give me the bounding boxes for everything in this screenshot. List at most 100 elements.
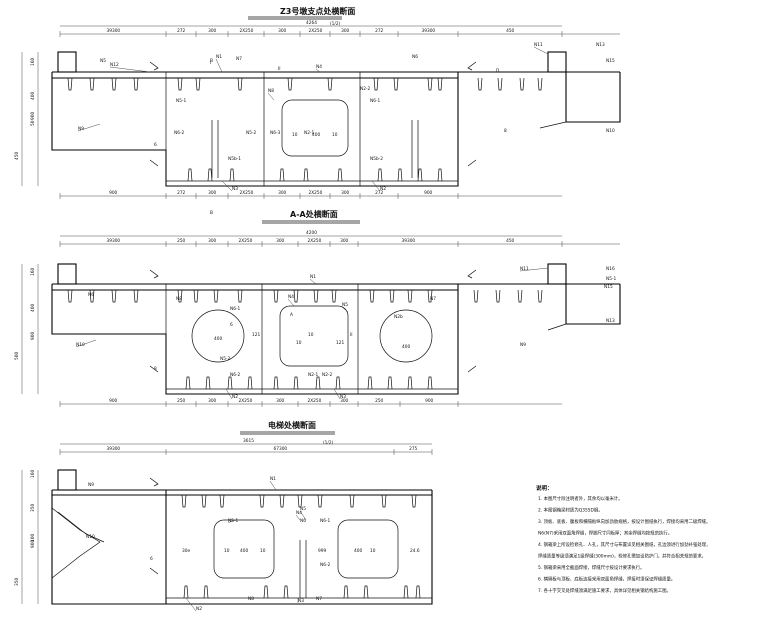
dimension-value: 300: [208, 190, 216, 196]
part-label: N5b-1: [228, 156, 241, 162]
section-title: Z3号墩支点处横断面: [280, 6, 355, 16]
part-label: N2-2: [360, 86, 370, 92]
part-label: N6-1: [370, 98, 380, 104]
part-label: 400: [240, 548, 248, 554]
part-label: N8: [176, 296, 182, 302]
part-label: N8: [248, 596, 254, 602]
part-label: N1: [270, 476, 276, 482]
part-label: N9: [88, 482, 94, 488]
part-label: B: [210, 210, 213, 216]
dimension-value: 275: [409, 446, 417, 452]
dimension-value: 250: [177, 238, 185, 244]
part-label: N5-1: [606, 276, 616, 282]
dimension-value: 2X250: [309, 190, 323, 196]
scale-label: (1/2): [330, 21, 341, 27]
top-rib-stiffeners: [67, 289, 543, 303]
dimension-value: 900: [30, 332, 36, 340]
note-item: 5. 钢箱梁采用全截面焊接，焊缝尺寸按设计要求执行。: [538, 564, 645, 571]
part-label: N6: [412, 54, 418, 60]
dimension-value: 272: [177, 28, 185, 34]
dimension-value: 2X250: [239, 398, 253, 404]
part-label: N15: [604, 284, 613, 290]
part-label: 10: [224, 548, 230, 554]
part-label: D: [496, 68, 500, 74]
part-label: 6: [154, 142, 157, 148]
dimension-value: 350: [30, 504, 36, 512]
part-label: N5b-2: [370, 156, 383, 162]
dimension-value: 2X250: [240, 190, 254, 196]
overall-width-dim: 3615: [243, 438, 254, 444]
dimension-value: 300: [340, 398, 348, 404]
notes-title: 说明：: [536, 484, 553, 492]
dimension-value: 300: [341, 28, 349, 34]
part-label: N6-2: [174, 130, 184, 136]
dimension-value: 300: [276, 398, 284, 404]
part-label: 10: [292, 132, 298, 138]
dimension-value: 272: [375, 190, 383, 196]
part-label: N5-1: [228, 518, 238, 524]
part-label: 30e: [182, 548, 190, 554]
note-item: 7. 各十字交叉处焊缝须满足施工要求，具体详见相关钢结构施工图。: [538, 587, 671, 594]
bottom-rib-stiffeners: [183, 585, 421, 599]
part-label: 6: [230, 322, 233, 328]
part-label: N8: [268, 88, 274, 94]
part-label: N4: [296, 510, 302, 516]
part-label: I: [210, 60, 211, 66]
part-label: 121: [336, 340, 344, 346]
part-label: N9: [78, 126, 84, 132]
dimension-value: 900: [30, 112, 36, 120]
dimension-value: 300: [208, 398, 216, 404]
part-label: 8: [504, 128, 507, 134]
dimension-value: 160: [30, 268, 36, 276]
note-item: 焊缝质量等级须满足1级焊缝(300mm)，检修孔需加设防护门，并符合相关规范要求…: [538, 553, 706, 560]
part-label: 10: [260, 548, 266, 554]
dimension-value: 900: [109, 398, 117, 404]
part-label: 10: [296, 340, 302, 346]
part-label: N7: [316, 596, 322, 602]
dimension-value: 300: [278, 190, 286, 196]
part-label: 400: [354, 548, 362, 554]
part-label: N5: [342, 302, 348, 308]
part-label: N16: [606, 266, 615, 272]
part-label: 6: [150, 556, 153, 562]
part-label: N4: [316, 64, 322, 70]
part-label: 10: [332, 132, 338, 138]
dimension-value: 450: [506, 238, 514, 244]
part-label: N3: [340, 394, 346, 400]
overall-width-dim: 4200: [306, 230, 317, 236]
dimension-value: 300: [340, 238, 348, 244]
part-label: N1: [310, 274, 316, 280]
dimension-value: 350: [14, 578, 20, 586]
part-label: N12: [110, 62, 119, 68]
dimension-value: 160: [30, 58, 36, 66]
part-label: N9: [520, 342, 526, 348]
note-item: 6. 横隔板与顶板、底板连接采用双面角焊缝，焊接时须保证焊缝质量。: [538, 576, 675, 583]
dimension-value: 2X250: [239, 238, 253, 244]
part-label: N5-2: [220, 356, 230, 362]
part-label: N2-2: [322, 372, 332, 378]
dimension-value: 2X250: [240, 28, 254, 34]
dimension-value: 450: [506, 28, 514, 34]
part-label: N3: [232, 186, 238, 192]
part-label: N2: [196, 606, 202, 612]
note-item: N6(N7)采用双面角焊缝，焊脚尺寸同板厚；其余焊缝均按规范执行。: [538, 530, 672, 537]
dimension-value: 400: [30, 304, 36, 312]
dimension-value: 39300: [422, 28, 436, 34]
dimension-value: 900: [109, 190, 117, 196]
part-label: N2b: [394, 314, 403, 320]
part-label: N10: [606, 128, 615, 134]
part-label: N10: [86, 534, 95, 540]
dimension-value: 900: [30, 540, 36, 548]
part-label: N11: [520, 266, 529, 272]
part-label: N15: [606, 58, 615, 64]
part-label: N6-2: [230, 372, 240, 378]
part-label: II: [350, 332, 353, 338]
